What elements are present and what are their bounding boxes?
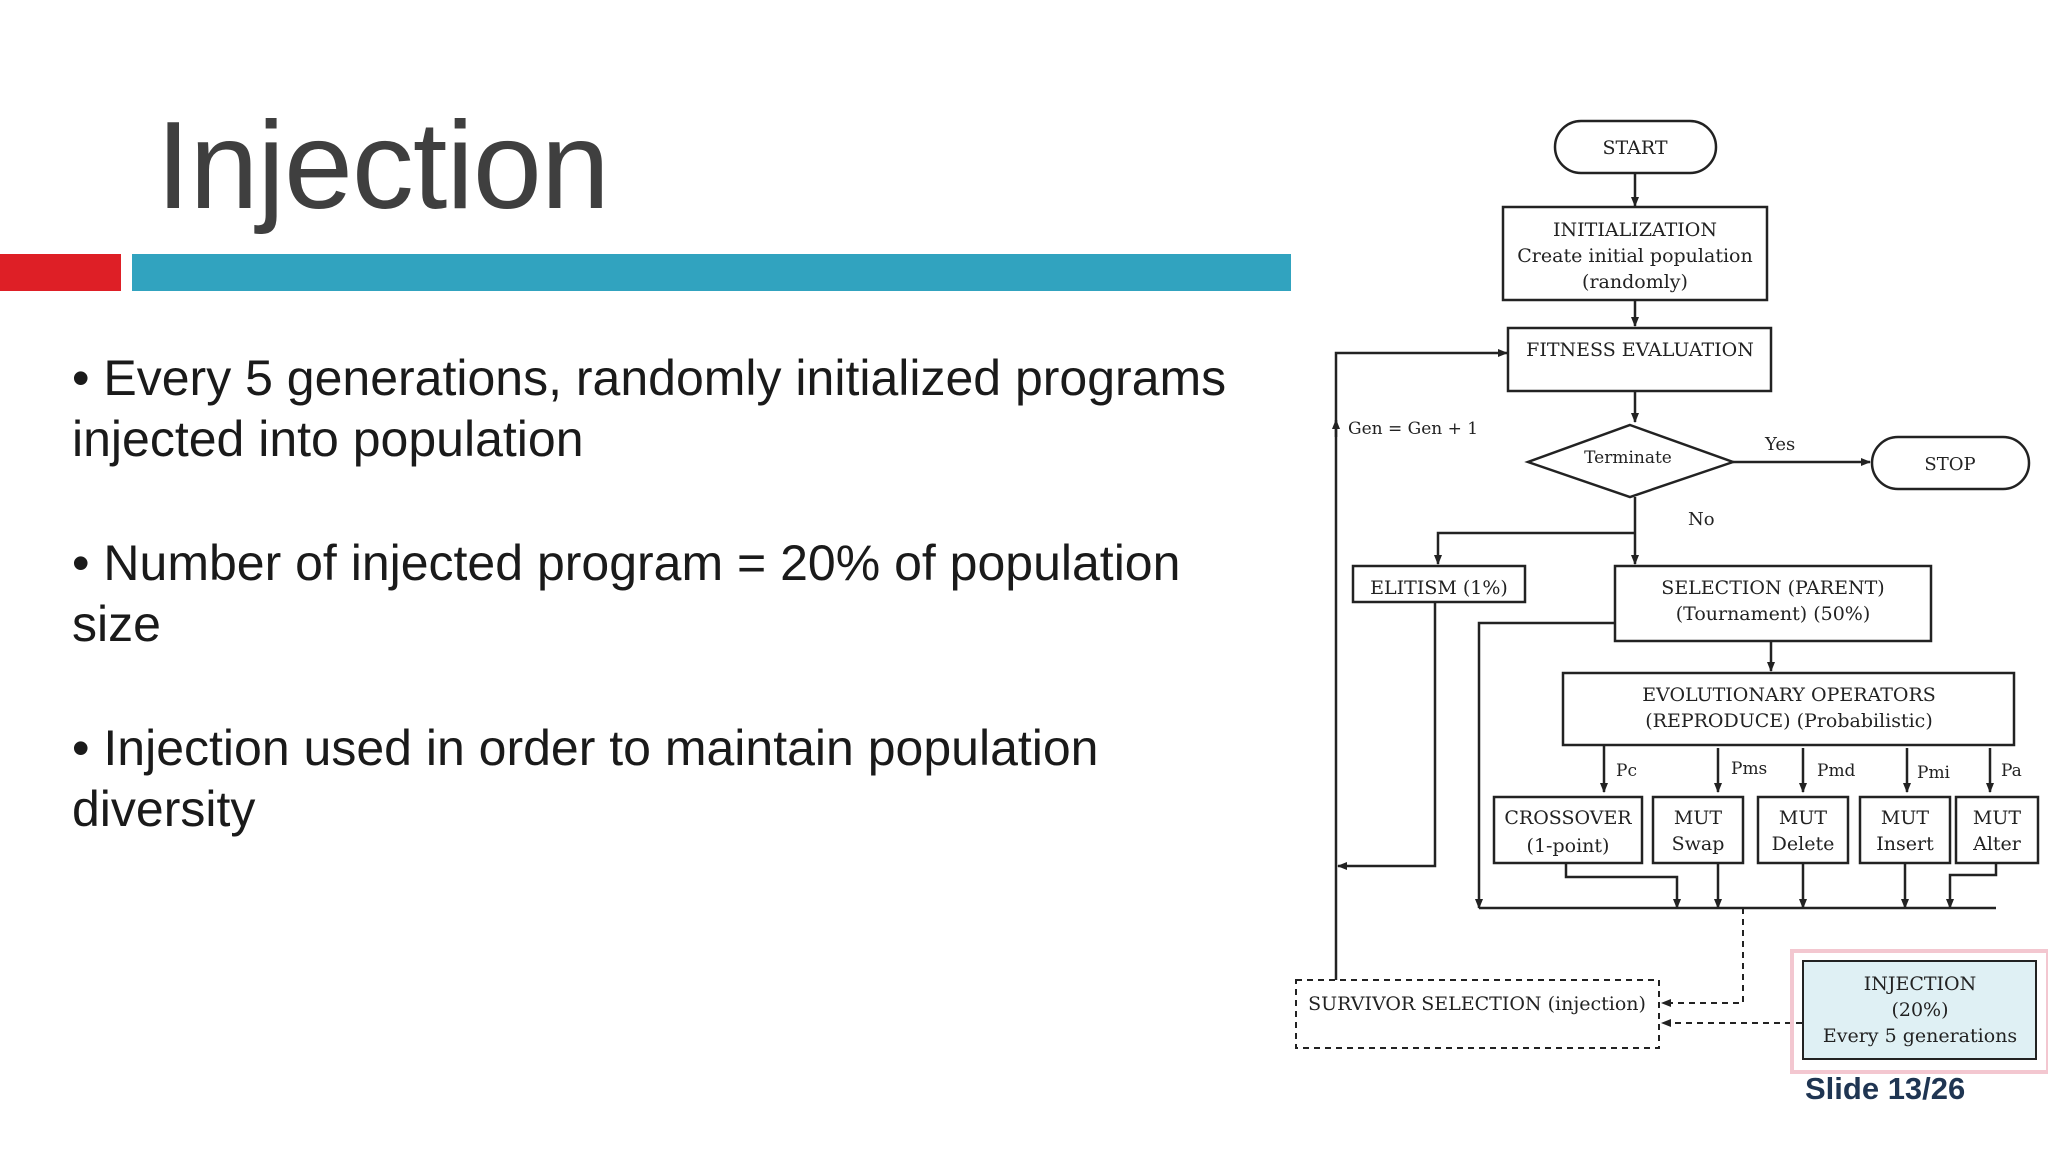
probability-alter-label: Pa bbox=[2001, 761, 2022, 781]
evolutionary-operators-desc: (REPRODUCE) (Probabilistic) bbox=[1645, 710, 1932, 732]
mut-insert-label: MUT bbox=[1881, 807, 1929, 829]
yes-label: Yes bbox=[1764, 434, 1795, 455]
probability-insert-label: Pmi bbox=[1917, 763, 1951, 783]
initialization-desc: Create initial population bbox=[1517, 245, 1752, 267]
fitness-evaluation-label: FITNESS EVALUATION bbox=[1526, 339, 1754, 361]
selection-box bbox=[1613, 564, 1933, 643]
survivor-selection-box bbox=[1295, 979, 1660, 1049]
terminate-decision bbox=[1524, 423, 1737, 499]
initialization-label: INITIALIZATION bbox=[1553, 219, 1717, 241]
initialization-desc: (randomly) bbox=[1582, 271, 1688, 293]
probability-delete-label: Pmd bbox=[1817, 761, 1856, 781]
evolutionary-operators-box bbox=[1561, 671, 2016, 747]
bullet-item: • Every 5 generations, randomly initiali… bbox=[72, 350, 1227, 467]
crossover-label: CROSSOVER bbox=[1504, 807, 1632, 829]
evolutionary-operators-label: EVOLUTIONARY OPERATORS bbox=[1642, 684, 1936, 706]
crossover-box bbox=[1492, 795, 1644, 865]
mut-alter-desc: Alter bbox=[1972, 833, 2022, 855]
bullet-list: • Every 5 generations, randomly initiali… bbox=[72, 348, 1272, 903]
bullet-item: • Injection used in order to maintain po… bbox=[72, 720, 1099, 837]
flowchart-dashed-connectors bbox=[1661, 908, 1802, 1027]
injection-highlight-frame bbox=[1790, 949, 2048, 1074]
mut-swap-desc: Swap bbox=[1672, 833, 1725, 855]
injection-label: INJECTION bbox=[1864, 973, 1977, 995]
slide-number: Slide 13/26 bbox=[1805, 1071, 1966, 1106]
selection-label: SELECTION (PARENT) bbox=[1661, 577, 1884, 599]
generation-increment-label: Gen = Gen + 1 bbox=[1348, 419, 1478, 439]
mut-delete-label: MUT bbox=[1779, 807, 1827, 829]
mut-swap-label: MUT bbox=[1674, 807, 1722, 829]
no-label: No bbox=[1688, 509, 1715, 530]
mut-delete-box bbox=[1756, 795, 1850, 865]
survivor-selection-label: SURVIVOR SELECTION (injection) bbox=[1308, 993, 1646, 1015]
initialization-box bbox=[1501, 205, 1769, 302]
mut-insert-box bbox=[1858, 795, 1952, 865]
start-terminal bbox=[1553, 119, 1718, 175]
title-accent-bar-red bbox=[0, 254, 121, 291]
bullet-item: • Number of injected program = 20% of po… bbox=[72, 535, 1181, 652]
mut-alter-box bbox=[1954, 795, 2040, 865]
injection-percent: (20%) bbox=[1891, 999, 1948, 1021]
title-accent-bar-teal bbox=[132, 254, 1291, 291]
elitism-box bbox=[1351, 564, 1527, 604]
injection-schedule: Every 5 generations bbox=[1823, 1025, 2017, 1047]
stop-terminal bbox=[1870, 435, 2031, 491]
mut-alter-label: MUT bbox=[1973, 807, 2021, 829]
flowchart-connectors bbox=[1332, 174, 1998, 980]
selection-desc: (Tournament) (50%) bbox=[1676, 603, 1871, 625]
elitism-label: ELITISM (1%) bbox=[1370, 577, 1508, 599]
fitness-evaluation-box bbox=[1506, 326, 1773, 393]
probability-swap-label: Pms bbox=[1731, 759, 1767, 779]
terminate-label: Terminate bbox=[1584, 448, 1672, 468]
probability-crossover-label: Pc bbox=[1616, 761, 1637, 781]
mut-swap-box bbox=[1651, 795, 1745, 865]
injection-box bbox=[1802, 960, 2037, 1060]
start-label: START bbox=[1602, 137, 1667, 159]
mut-insert-desc: Insert bbox=[1876, 833, 1934, 855]
slide-title: Injection bbox=[156, 97, 610, 235]
mut-delete-desc: Delete bbox=[1772, 833, 1835, 855]
crossover-desc: (1-point) bbox=[1527, 835, 1610, 857]
stop-label: STOP bbox=[1924, 454, 1975, 475]
